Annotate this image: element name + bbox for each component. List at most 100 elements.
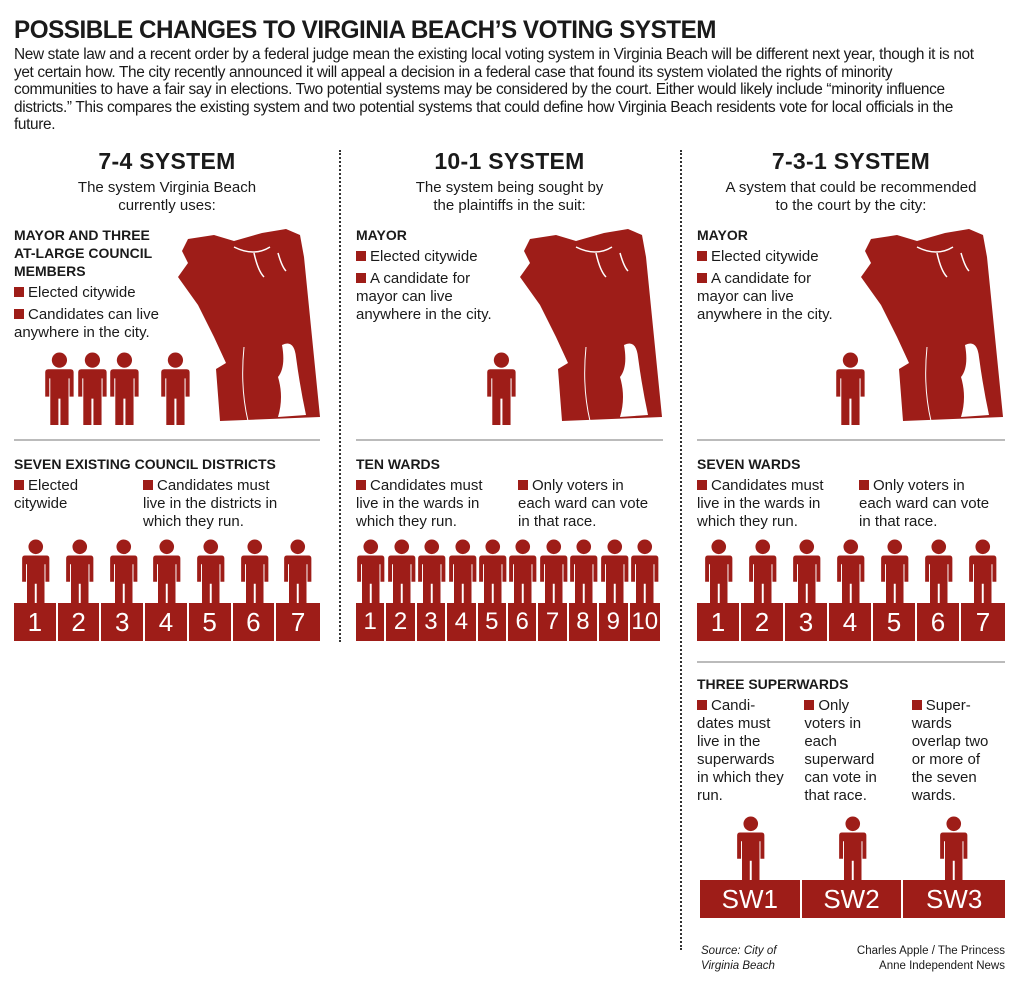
bullet: Elected citywide bbox=[356, 248, 506, 266]
bullet-square-icon bbox=[697, 251, 707, 261]
column-heading: 10-1 SYSTEM bbox=[434, 148, 585, 174]
bullet-square-icon bbox=[14, 287, 24, 297]
district-box: 3 bbox=[101, 603, 146, 641]
bullet-square-icon bbox=[697, 273, 707, 283]
person-icon bbox=[20, 539, 52, 614]
district-box: 8 bbox=[568, 603, 600, 641]
section-heading: MAYOR bbox=[697, 227, 748, 243]
person-icon bbox=[477, 539, 509, 614]
district-box: 6 bbox=[507, 603, 539, 641]
bullet-text: Candidates must live in the wards in whi… bbox=[356, 477, 483, 530]
intro-text: New state law and a recent order by a fe… bbox=[14, 46, 974, 134]
bullet-square-icon bbox=[859, 480, 869, 490]
person-icon bbox=[485, 352, 518, 430]
bullet-square-icon bbox=[697, 480, 707, 490]
person-icon bbox=[64, 539, 96, 614]
section-heading: TEN WARDS bbox=[356, 456, 440, 472]
bullet-square-icon bbox=[804, 700, 815, 710]
section-rule bbox=[697, 439, 1005, 441]
section-heading: SEVEN WARDS bbox=[697, 456, 801, 472]
bullet-text: Elected citywide bbox=[14, 477, 79, 512]
person-icon bbox=[355, 539, 387, 614]
district-box: SW3 bbox=[903, 880, 1005, 918]
person-icon bbox=[747, 539, 779, 614]
bullet-square-icon bbox=[14, 309, 24, 319]
bullet-text: Candidates must live in the wards in whi… bbox=[697, 477, 824, 530]
bullet-text: Candidates must live in the districts in… bbox=[143, 477, 278, 530]
column-heading: 7-4 SYSTEM bbox=[98, 148, 236, 174]
bullet: A candidate for mayor can live anywhere … bbox=[697, 270, 847, 324]
person-icon bbox=[599, 539, 631, 614]
person-icon bbox=[507, 539, 539, 614]
bottom-section: SEVEN EXISTING COUNCIL DISTRICTS Elected… bbox=[14, 455, 320, 531]
district-box: 5 bbox=[477, 603, 508, 641]
bullet: Elected citywide bbox=[14, 477, 129, 531]
person-icon bbox=[538, 539, 570, 614]
district-box: 6 bbox=[917, 603, 961, 641]
district-box: SW2 bbox=[801, 880, 904, 918]
person-icon bbox=[791, 539, 823, 614]
person-icon bbox=[568, 539, 600, 614]
district-box: 7 bbox=[538, 603, 569, 641]
person-icon bbox=[703, 539, 735, 614]
bullet: A candidate for mayor can live anywhere … bbox=[356, 270, 506, 324]
district-box: 2 bbox=[741, 603, 785, 641]
person-icon bbox=[195, 539, 227, 614]
page-title: POSSIBLE CHANGES TO VIRGINIA BEACH’S VOT… bbox=[14, 16, 717, 44]
virginia-beach-map bbox=[857, 227, 1005, 432]
bullet-square-icon bbox=[356, 480, 366, 490]
person-icon bbox=[923, 539, 955, 614]
person-icon bbox=[239, 539, 271, 614]
bullet: Candidates can live anywhere in the city… bbox=[14, 306, 174, 342]
person-icon bbox=[151, 539, 183, 614]
column-7-4-system: 7-4 SYSTEM The system Virginia Beach cur… bbox=[14, 148, 320, 215]
bottom-section: SEVEN WARDS Candidates must live in the … bbox=[697, 455, 1005, 531]
bullet: Elected citywide bbox=[697, 248, 847, 266]
district-box: 1 bbox=[356, 603, 387, 641]
district-box: 1 bbox=[697, 603, 741, 641]
person-icon bbox=[837, 816, 869, 891]
column-heading: 7-3-1 SYSTEM bbox=[771, 148, 931, 174]
bullet-square-icon bbox=[143, 480, 153, 490]
bullet: Elected citywide bbox=[14, 284, 174, 302]
column-7-3-1-system: 7-3-1 SYSTEM A system that could be reco… bbox=[697, 148, 1005, 215]
bullet-text: A candidate for mayor can live anywhere … bbox=[356, 270, 492, 323]
person-icon bbox=[108, 352, 141, 430]
district-box: 9 bbox=[599, 603, 630, 641]
district-box: 4 bbox=[829, 603, 873, 641]
section-rule bbox=[356, 439, 663, 441]
virginia-beach-map bbox=[516, 227, 664, 432]
district-box: 4 bbox=[145, 603, 189, 641]
bullet-text: Elected citywide bbox=[711, 248, 819, 265]
column-subtitle: The system being sought by the plaintiff… bbox=[415, 179, 604, 214]
district-box: 3 bbox=[785, 603, 829, 641]
column-divider bbox=[680, 150, 682, 950]
bullet: Super-wards overlap two or more of the s… bbox=[911, 697, 1005, 805]
bullet-square-icon bbox=[697, 700, 707, 710]
person-icon bbox=[282, 539, 314, 614]
bullet-square-icon bbox=[518, 480, 528, 490]
bullet-text: Super-wards overlap two or more of the s… bbox=[911, 697, 989, 804]
person-icon bbox=[835, 539, 867, 614]
person-icon bbox=[76, 352, 109, 430]
bullet-square-icon bbox=[356, 273, 366, 283]
bullet-text: Only voters in each ward can vote in tha… bbox=[859, 477, 990, 530]
person-icon bbox=[735, 816, 767, 891]
bullet-text: Only voters in each superward can vote i… bbox=[804, 697, 877, 804]
superwards-section: THREE SUPERWARDS Candi-dates must live i… bbox=[697, 675, 1005, 805]
bullet: Only voters in each ward can vote in tha… bbox=[859, 477, 999, 531]
section-rule bbox=[697, 661, 1005, 663]
top-section: MAYOR Elected citywide A candidate for m… bbox=[697, 226, 847, 324]
district-box: 3 bbox=[416, 603, 448, 641]
bullet: Candidates must live in the wards in whi… bbox=[697, 477, 837, 531]
person-icon bbox=[386, 539, 418, 614]
person-icon bbox=[447, 539, 479, 614]
person-icon bbox=[938, 816, 970, 891]
person-icon bbox=[879, 539, 911, 614]
virginia-beach-map bbox=[174, 227, 322, 432]
bottom-section: TEN WARDS Candidates must live in the wa… bbox=[356, 455, 663, 531]
